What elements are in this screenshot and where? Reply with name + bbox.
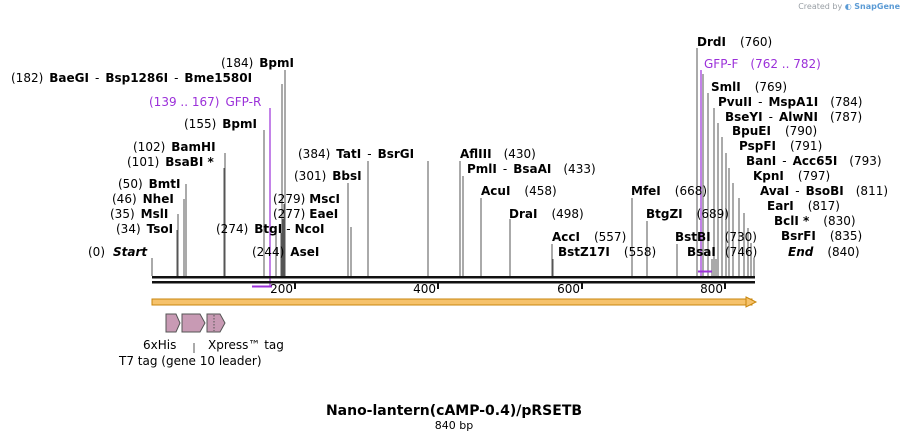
- feature-label-6xhis: 6xHis: [143, 338, 176, 352]
- site-label: BsaI: [687, 245, 716, 259]
- 6xhis-feature-arrow: [165, 313, 181, 333]
- site-label: BpuEI(790): [732, 124, 817, 138]
- site-label: (384)TatI-BsrGI: [298, 147, 414, 161]
- axis-ticks: [294, 283, 726, 289]
- tick-label: 400: [413, 282, 436, 296]
- feature-labels: 6xHis T7 tag (gene 10 leader) Xpress™ ta…: [118, 338, 284, 368]
- top-strand: [152, 276, 755, 279]
- site-label: DrdI(760): [697, 35, 772, 49]
- snapgene-logo: ◐: [844, 2, 852, 11]
- site-label: (277)EaeI: [273, 207, 338, 221]
- orf-arrowhead: [745, 296, 758, 308]
- site-label: (101)BsaBI *: [127, 155, 214, 169]
- map-length: 840 bp: [434, 419, 474, 432]
- site-label: PspFI(791): [739, 139, 822, 153]
- feature-label-xpress-tag: Xpress™ tag: [208, 338, 284, 352]
- feature-label-t7-tag: T7 tag (gene 10 leader): [118, 354, 262, 368]
- site-label: PmlI-BsaAI(433): [467, 162, 596, 176]
- axis-tick-labels: 200 400 600 800: [270, 282, 723, 296]
- site-label: BstZ17I(558): [558, 245, 656, 259]
- primer-labels: (139 .. 167)GFP-R GFP-F(762 .. 782): [149, 57, 821, 109]
- site-label: AflIII(430): [460, 147, 536, 161]
- tick-label: 200: [270, 282, 293, 296]
- site-label: MfeI(668): [631, 184, 707, 198]
- site-leader-lines: [151, 48, 755, 276]
- site-label: (182)BaeGI-Bsp1286I-Bme1580I: [11, 71, 252, 85]
- gfp-r-label: (139 .. 167)GFP-R: [149, 95, 261, 109]
- site-label: SmlI(769): [711, 80, 787, 94]
- site-label: BclI *(830): [774, 214, 856, 228]
- site-label: DraI(498): [509, 207, 584, 221]
- site-label: (50)BmtI: [118, 177, 181, 191]
- site-label: BtgZI(689): [646, 207, 729, 221]
- t7-tag-feature-arrow: [181, 313, 206, 333]
- site-label: PvuII-MspA1I(784): [718, 95, 863, 109]
- site-label: BsrFI(835): [781, 229, 862, 243]
- xpress-tag-feature-arrow: [206, 313, 226, 333]
- site-label: KpnI(797): [753, 169, 830, 183]
- site-label: AccI(557): [552, 230, 626, 244]
- snapgene-credit: Created by ◐ SnapGene: [798, 2, 900, 11]
- site-label: EarI(817): [767, 199, 840, 213]
- site-label: (102)BamHI: [133, 140, 216, 154]
- gfp-f-label: GFP-F(762 .. 782): [704, 57, 821, 71]
- site-label: (244)AseI: [252, 245, 319, 259]
- right-site-labels: DrdI(760) SmlI(769) PvuII-MspA1I(784) Bs…: [697, 35, 888, 259]
- start-label: (0)Start: [88, 245, 148, 259]
- site-label: (35)MslI: [110, 207, 168, 221]
- site-label: (746): [725, 245, 757, 259]
- site-label: (34)TsoI: [116, 222, 173, 236]
- site-label: (301)BbsI: [294, 169, 362, 183]
- middle-site-labels: (274)BtgI-NcoI (279)MscI (277)EaeI (244)…: [216, 147, 414, 259]
- site-label: (279)MscI: [273, 192, 340, 206]
- end-label: End(840): [788, 245, 860, 259]
- site-label: BanI-Acc65I(793): [746, 154, 882, 168]
- site-label: (155)BpmI: [184, 117, 257, 131]
- site-label: AcuI(458): [481, 184, 557, 198]
- center-site-labels: AflIII(430) PmlI-BsaAI(433) AcuI(458) Dr…: [460, 147, 757, 259]
- bottom-strand: [152, 281, 755, 284]
- site-label: AvaI-BsoBI(811): [760, 184, 888, 198]
- map-title: Nano-lantern(cAMP-0.4)/pRSETB: [325, 403, 583, 419]
- orf-bar: [151, 298, 753, 306]
- site-label: (46)NheI: [112, 192, 174, 206]
- tick-label: 800: [700, 282, 723, 296]
- left-site-labels: (182)BaeGI-Bsp1286I-Bme1580I (184)BpmI (…: [11, 56, 294, 259]
- site-label: (184)BpmI: [221, 56, 294, 70]
- site-label: (274)BtgI-NcoI: [216, 222, 324, 236]
- site-label: BstBI(730): [675, 230, 757, 244]
- site-label: BseYI-AlwNI(787): [725, 110, 862, 124]
- tick-label: 600: [557, 282, 580, 296]
